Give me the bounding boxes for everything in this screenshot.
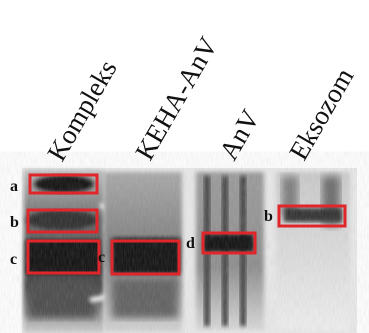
band-label: d bbox=[186, 235, 195, 252]
lane-label-kompleks: Kompleks bbox=[41, 55, 122, 166]
lane-label-anv: AnV bbox=[213, 104, 265, 165]
band-label: c bbox=[10, 251, 17, 268]
lane-labels: Kompleks KEHA-AnV AnV Eksozom bbox=[41, 31, 359, 166]
lane-label-keha-anv: KEHA-AnV bbox=[129, 31, 223, 165]
lane-label-eksozom: Eksozom bbox=[283, 63, 359, 165]
box-lane4-b bbox=[277, 204, 347, 228]
box-lane3-d bbox=[201, 231, 257, 255]
band-label: b bbox=[264, 208, 273, 225]
box-lane1-b bbox=[26, 208, 99, 234]
highlight-boxes bbox=[26, 173, 347, 276]
band-label: c bbox=[98, 249, 105, 266]
box-lane2-c bbox=[110, 239, 181, 276]
box-lane1-a bbox=[28, 173, 99, 195]
band-labels: a b c c d b bbox=[10, 178, 273, 268]
band-label: b bbox=[10, 214, 19, 231]
box-lane1-c bbox=[26, 239, 101, 275]
band-label: a bbox=[10, 178, 18, 195]
